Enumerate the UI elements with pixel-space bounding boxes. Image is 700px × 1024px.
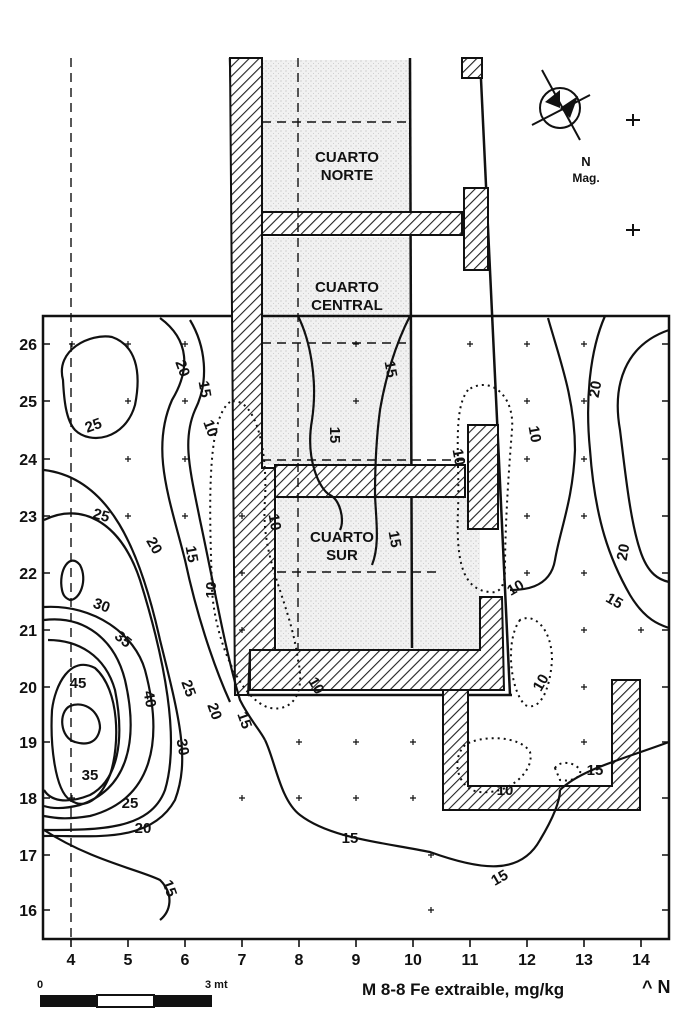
contour-label: 25 bbox=[122, 795, 139, 812]
y-tick: 23 bbox=[19, 509, 37, 526]
contour-label: 10 bbox=[203, 582, 220, 599]
contour-label: 15 bbox=[326, 427, 343, 444]
axis-ticks bbox=[43, 343, 669, 947]
map-caption: M 8-8 Fe extraible, mg/kg bbox=[362, 980, 565, 999]
contour-label: 15 bbox=[587, 762, 604, 779]
y-tick: 16 bbox=[19, 903, 37, 920]
scale-bar bbox=[40, 994, 212, 1008]
grid-markers bbox=[69, 341, 644, 913]
contour-label: 10 bbox=[525, 425, 545, 444]
y-tick: 18 bbox=[19, 791, 37, 808]
room-label-north-2: NORTE bbox=[321, 167, 374, 184]
y-tick: 19 bbox=[19, 735, 37, 752]
x-tick: 4 bbox=[67, 952, 76, 969]
y-tick: 17 bbox=[19, 848, 37, 865]
x-tick: 13 bbox=[575, 952, 593, 969]
y-tick: 24 bbox=[19, 452, 37, 469]
contour-label: 10 bbox=[504, 577, 527, 600]
hatched-walls bbox=[228, 57, 641, 811]
compass: N Mag. bbox=[531, 69, 640, 236]
scale-end-label: 3 mt bbox=[205, 979, 228, 991]
compass-label: N bbox=[581, 154, 590, 169]
contour-label: 20 bbox=[614, 543, 634, 562]
contour-label: 20 bbox=[203, 701, 225, 722]
contour-label: 45 bbox=[70, 675, 87, 692]
room-label-north-1: CUARTO bbox=[315, 149, 379, 166]
y-tick: 25 bbox=[19, 394, 37, 411]
contour-label: 35 bbox=[82, 767, 99, 784]
x-tick: 7 bbox=[238, 952, 247, 969]
contour-label: 25 bbox=[91, 505, 112, 526]
contour-label: 20 bbox=[142, 534, 165, 557]
y-axis-labels: 26 25 24 23 22 21 20 19 18 17 16 bbox=[19, 337, 37, 920]
contour-label: 25 bbox=[177, 678, 199, 699]
y-tick: 20 bbox=[19, 680, 37, 697]
x-tick: 11 bbox=[462, 952, 479, 969]
contour-label: 20 bbox=[135, 820, 152, 837]
y-tick: 22 bbox=[19, 566, 37, 583]
x-tick: 5 bbox=[124, 952, 133, 969]
contour-label: 15 bbox=[182, 545, 202, 564]
x-tick: 14 bbox=[632, 952, 650, 969]
contour-label: 10 bbox=[497, 782, 514, 799]
room-label-sur-2: SUR bbox=[326, 547, 358, 564]
contour-label: 35 bbox=[111, 628, 135, 652]
contour-label: 15 bbox=[385, 530, 405, 549]
contour-label: 10 bbox=[449, 448, 469, 467]
scale-start-label: 0 bbox=[37, 979, 44, 991]
y-tick: 21 bbox=[19, 623, 37, 640]
contour-label: 15 bbox=[233, 710, 255, 731]
contour-label: 30 bbox=[173, 738, 193, 757]
contour-label: 10 bbox=[530, 671, 553, 694]
contour-labels: 45 40 35 35 30 30 25 25 25 25 20 20 20 2… bbox=[70, 358, 634, 899]
contour-label: 25 bbox=[83, 415, 104, 437]
dashed-lines bbox=[70, 58, 465, 939]
contour-label: 10 bbox=[304, 674, 327, 697]
room-floors bbox=[262, 60, 480, 649]
compass-sublabel: Mag. bbox=[572, 171, 599, 185]
x-tick: 9 bbox=[352, 952, 361, 969]
room-label-sur-1: CUARTO bbox=[310, 529, 374, 546]
x-axis-labels: 4 5 6 7 8 9 10 11 12 13 14 bbox=[67, 952, 650, 969]
contour-label: 10 bbox=[199, 418, 221, 439]
x-tick: 12 bbox=[518, 952, 536, 969]
contour-lines bbox=[43, 315, 670, 921]
x-tick: 10 bbox=[404, 952, 422, 969]
north-mark: ^ N bbox=[642, 977, 671, 997]
room-labels: CUARTO NORTE CUARTO CENTRAL CUARTO SUR bbox=[310, 149, 383, 564]
contour-label: 30 bbox=[91, 595, 112, 617]
contour-label: 40 bbox=[140, 690, 160, 709]
contour-label: 15 bbox=[603, 590, 626, 613]
depression-contours bbox=[209, 384, 582, 794]
contour-label: 15 bbox=[158, 878, 180, 899]
contour-label: 15 bbox=[488, 867, 511, 890]
contour-label: 15 bbox=[342, 830, 359, 847]
contour-label: 20 bbox=[586, 380, 606, 399]
x-tick: 6 bbox=[181, 952, 190, 969]
contour-label: 15 bbox=[195, 380, 215, 399]
contour-label: 20 bbox=[171, 358, 193, 379]
y-tick: 26 bbox=[19, 337, 37, 354]
room-label-central-1: CUARTO bbox=[315, 279, 379, 296]
contour-label: 15 bbox=[381, 360, 401, 379]
room-label-central-2: CENTRAL bbox=[311, 297, 383, 314]
x-tick: 8 bbox=[295, 952, 304, 969]
contour-label: 10 bbox=[265, 513, 285, 532]
